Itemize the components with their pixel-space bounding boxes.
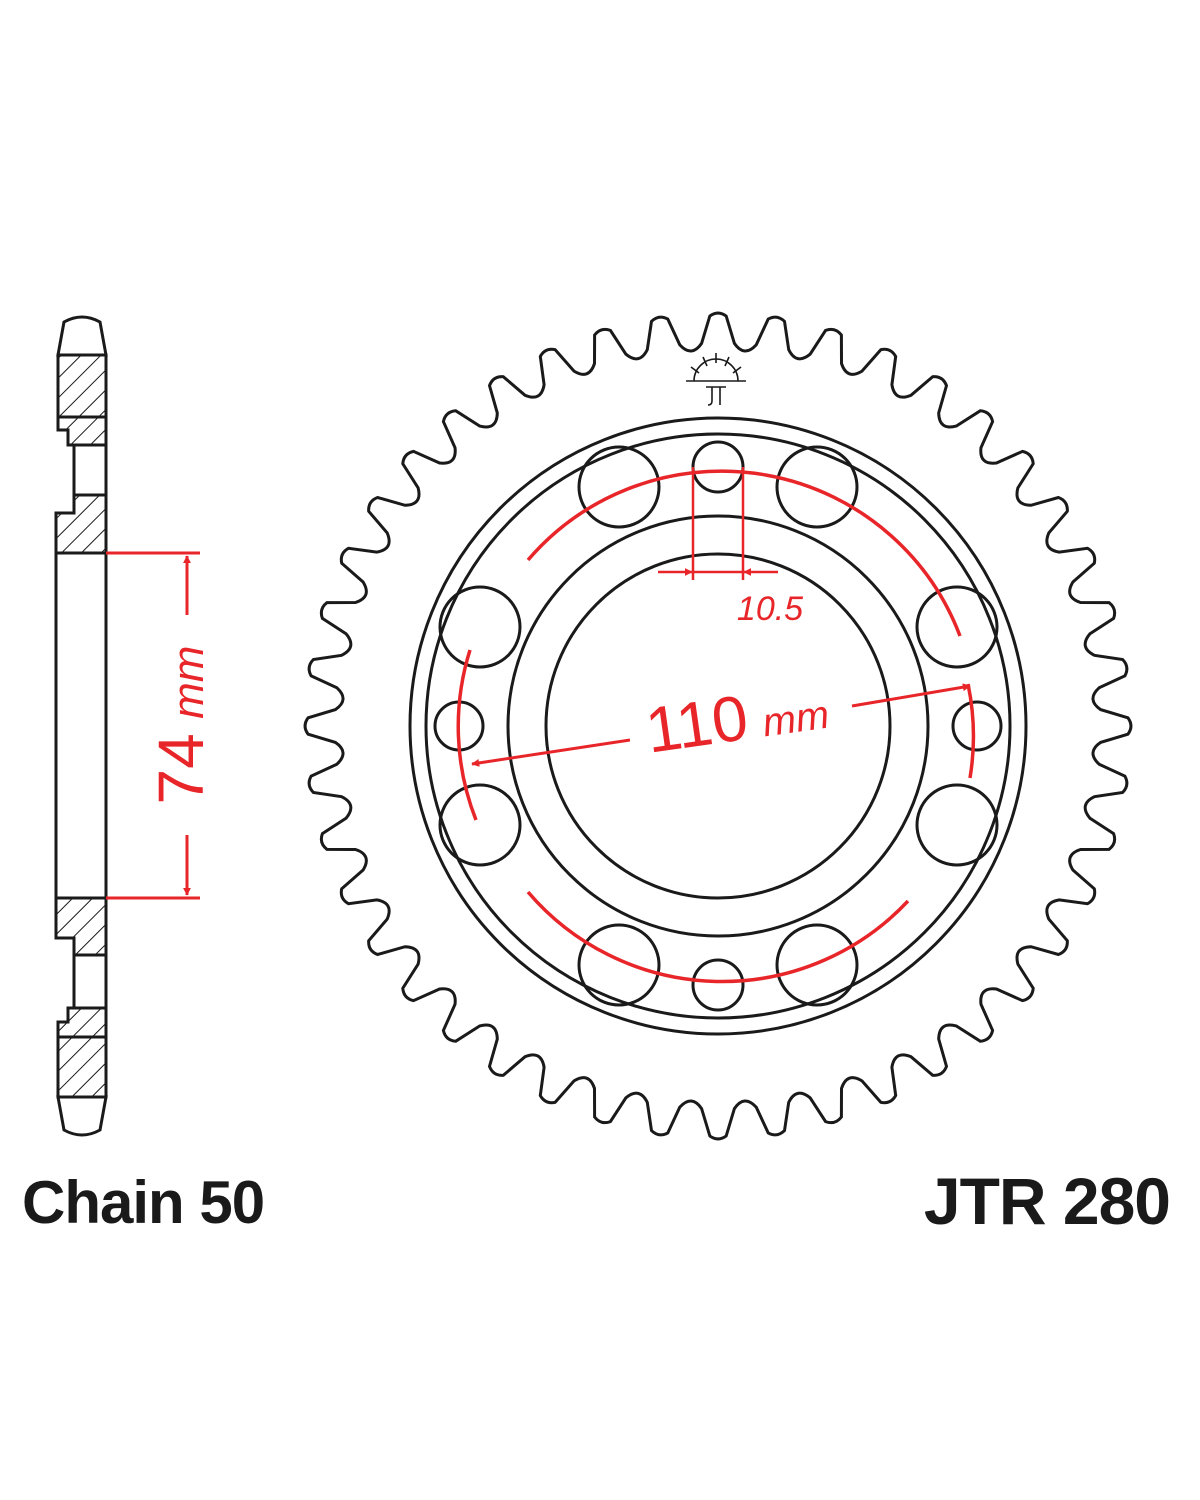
bolt-circle-arc: [456, 649, 478, 821]
hub-width-label: 74 mm: [145, 646, 217, 805]
lightening-hole: [915, 783, 999, 867]
section-hub-lower-hatch: [54, 896, 108, 957]
bolt-hole-dimension: [658, 467, 778, 580]
section-top-tooth: [56, 315, 108, 357]
lightening-hole: [438, 783, 522, 867]
bolt-circle-arc: [966, 683, 976, 779]
lightening-hole: [915, 585, 999, 669]
hub-width-value: 74: [145, 733, 217, 804]
bolt-circle-arc: [526, 890, 910, 984]
bolt-circle-label: 110 mm: [641, 670, 832, 767]
section-top-hatch: [56, 353, 108, 419]
section-bottom-gap: [72, 953, 108, 1010]
jt-sprockets-logo-icon: [686, 353, 746, 406]
section-top-shoulder: [56, 415, 108, 447]
bolt-hole: [951, 700, 1003, 752]
hub-flange-circle: [506, 514, 930, 938]
bolt-circle-unit: mm: [760, 693, 832, 746]
inner-ring-inner: [424, 432, 1012, 1020]
bolt-circle-arc: [526, 469, 962, 637]
section-bottom-tooth: [56, 1095, 108, 1137]
hub-width-unit: mm: [164, 646, 213, 719]
section-top-gap: [72, 443, 108, 497]
inner-ring-outer: [408, 416, 1028, 1036]
bolt-circle-dimension: [471, 683, 971, 767]
lightening-hole: [577, 445, 661, 529]
hub-width-dimension: [106, 551, 200, 900]
bolt-hole: [691, 440, 745, 494]
lightening-hole: [775, 445, 859, 529]
sprocket-teeth-outline: [303, 311, 1133, 1141]
side-section-view: [54, 315, 108, 1137]
bolt-hole-label: 10.5: [737, 590, 803, 628]
section-bottom-hatch: [56, 1035, 108, 1099]
lightening-hole: [577, 923, 661, 1007]
bolt-circle-arcs: [456, 469, 976, 984]
lightening-hole: [438, 585, 522, 669]
section-hub-upper-hatch: [54, 493, 108, 555]
section-bottom-shoulder: [56, 1006, 108, 1039]
section-hub-body: [54, 551, 108, 900]
part-number-caption: JTR 280: [923, 1164, 1171, 1238]
sprocket-front-view: [303, 311, 1133, 1141]
center-bore-circle: [544, 552, 892, 900]
chain-size-caption: Chain 50: [22, 1169, 265, 1236]
bolt-circle-value: 110: [641, 681, 752, 766]
bolt-hole: [691, 958, 745, 1012]
lightening-hole: [775, 923, 859, 1007]
